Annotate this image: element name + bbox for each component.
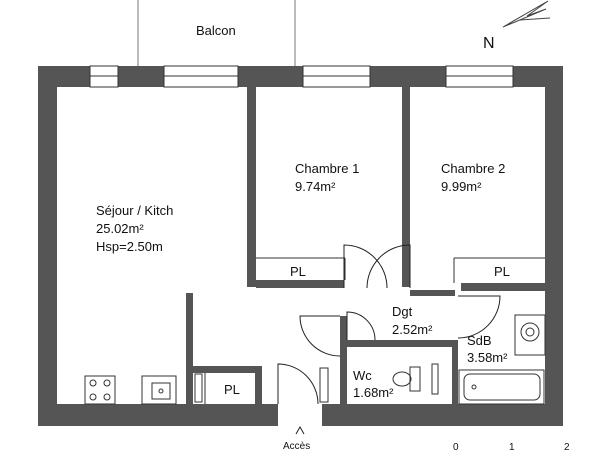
room-name: Wc (353, 368, 372, 383)
closet-label: PL (494, 264, 510, 279)
room-name: SdB (467, 333, 492, 348)
scale-tick: 2 (564, 442, 570, 450)
door-swing (366, 244, 411, 289)
fixtures (84, 314, 546, 405)
door-swing (457, 295, 501, 339)
door-swing (346, 311, 376, 341)
outer-walls (38, 66, 563, 426)
entrance: Accès (283, 425, 310, 450)
room-area: 1.68m² (353, 385, 394, 400)
entrance-label: Accès (283, 441, 310, 450)
interior-walls (186, 87, 545, 404)
door-swing (299, 315, 341, 357)
cooktop-icon (84, 375, 116, 405)
room-height: Hsp=2.50m (96, 239, 163, 254)
room-area: 3.58m² (467, 350, 508, 365)
door-swing (343, 244, 388, 289)
room-sejour: Séjour / Kitch 25.02m² Hsp=2.50m (96, 203, 173, 254)
room-area: 9.74m² (295, 179, 336, 194)
room-chambre-2: Chambre 2 9.99m² (441, 161, 505, 194)
room-name: Séjour / Kitch (96, 203, 173, 218)
entrance-arrow-icon (295, 425, 305, 435)
scale-tick: 1 (509, 442, 515, 450)
room-name: Chambre 2 (441, 161, 505, 176)
bathtub-icon (458, 369, 545, 405)
room-dgt: Dgt 2.52m² (392, 304, 433, 337)
closet-label: PL (224, 382, 240, 397)
room-chambre-1: Chambre 1 9.74m² (295, 161, 359, 194)
compass-arrow-icon (502, 0, 549, 28)
room-sdb: SdB 3.58m² (467, 333, 508, 365)
toilet-icon (409, 366, 421, 392)
scale-bar: 0 1 2 (453, 442, 570, 450)
scale-tick: 0 (453, 442, 459, 450)
balcony: Balcon (137, 0, 296, 66)
radiator-icon (194, 373, 203, 403)
room-area: 25.02m² (96, 221, 144, 236)
closet-outlines (204, 257, 545, 404)
windows (89, 65, 514, 88)
washbasin-icon (514, 314, 546, 356)
doors (277, 244, 501, 405)
door-swing (277, 363, 319, 405)
balcony-label: Balcon (196, 23, 236, 38)
radiator-icon (319, 367, 329, 403)
compass-north-label: N (483, 35, 495, 52)
north-compass: N (483, 0, 551, 52)
radiator-icon (431, 363, 439, 395)
room-name: Dgt (392, 304, 413, 319)
closet-label: PL (290, 264, 306, 279)
room-name: Chambre 1 (295, 161, 359, 176)
room-area: 9.99m² (441, 179, 482, 194)
room-wc: Wc 1.68m² (353, 368, 394, 400)
room-area: 2.52m² (392, 322, 433, 337)
sink-icon (141, 375, 177, 405)
